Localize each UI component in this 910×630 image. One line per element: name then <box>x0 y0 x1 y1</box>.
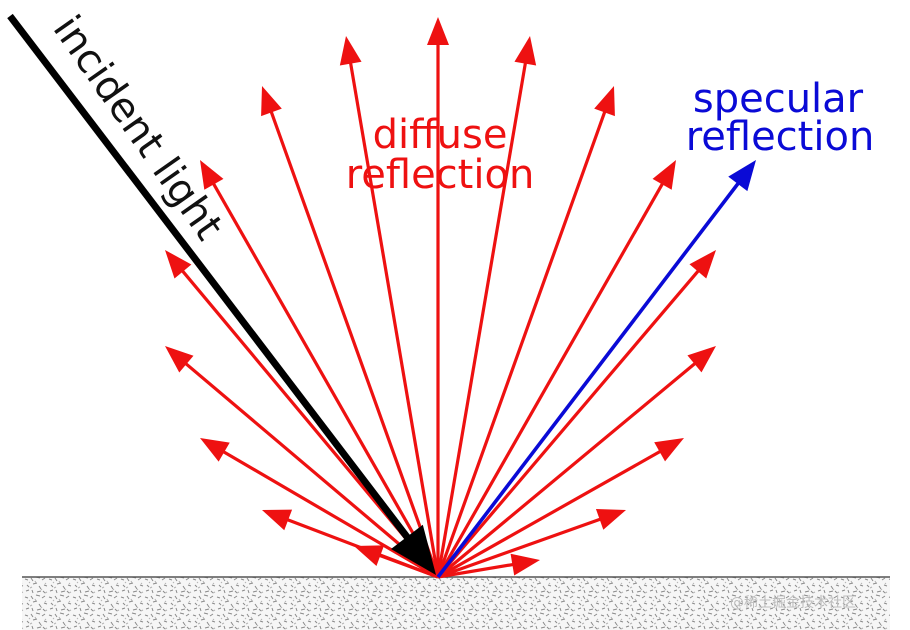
diffuse-arrow-head <box>354 545 385 567</box>
diffuse-arrow-head <box>427 17 449 45</box>
diffuse-arrow-head <box>654 438 684 462</box>
diffuse-arrow <box>200 160 440 578</box>
diffuse-arrow-shaft <box>377 553 439 579</box>
diffuse-arrow-head <box>165 250 192 279</box>
diffuse-reflection-rays <box>165 17 716 579</box>
diffuse-arrow-head <box>594 86 615 117</box>
surface <box>22 577 890 630</box>
specular-arrow <box>436 160 756 579</box>
incident-light-ray <box>7 13 436 575</box>
diffuse-arrow <box>261 86 440 578</box>
diffuse-arrow-shaft <box>221 449 439 579</box>
diffuse-arrow <box>436 160 676 578</box>
watermark-text: @稀土掘金技术社区 <box>730 595 856 611</box>
diffuse-arrow <box>437 438 684 579</box>
diffuse-arrow-head <box>689 250 716 279</box>
diffuse-arrow-head <box>200 160 224 190</box>
diffuse-arrow-shaft <box>348 61 440 578</box>
diffuse-arrow-head <box>514 36 537 66</box>
diffuse-arrow-shaft <box>436 109 607 578</box>
diffuse-arrow <box>339 36 440 578</box>
diffuse-arrow <box>200 438 439 579</box>
incident-arrow-shaft <box>7 13 411 541</box>
diffuse-arrow-head <box>652 160 676 190</box>
diffuse-arrow-shaft <box>437 517 603 579</box>
diffuse-arrow-shaft <box>436 268 701 579</box>
diffuse-arrow <box>436 36 537 578</box>
diffuse-arrow <box>436 86 615 578</box>
diffuse-arrow-shaft <box>211 181 440 578</box>
diffuse-arrow <box>437 553 540 579</box>
diffuse-arrow-shaft <box>436 61 528 578</box>
diffuse-arrow-head <box>262 509 293 531</box>
incident-arrow <box>7 13 436 575</box>
incident-arrow-head <box>390 524 436 575</box>
diffuse-arrow-shaft <box>436 361 698 579</box>
diffuse-arrow-head <box>510 553 540 576</box>
diffuse-arrow-head <box>595 509 626 530</box>
diffuse-arrow-head <box>687 346 716 373</box>
specular-arrow-shaft <box>436 181 741 579</box>
diffuse-arrow-head <box>200 438 230 462</box>
diffuse-label-line1: diffuse <box>373 112 508 158</box>
specular-label-line2: reflection <box>686 114 875 160</box>
diffuse-arrow-shaft <box>437 562 515 579</box>
specular-reflection-ray <box>436 160 756 579</box>
diffuse-arrow <box>427 17 449 577</box>
diffuse-arrow <box>354 545 439 579</box>
diffuse-arrow <box>437 509 626 579</box>
diffuse-arrow-head <box>165 346 194 373</box>
diffuse-arrow-shaft <box>437 449 663 579</box>
diffuse-arrow <box>436 250 716 579</box>
specular-label-line1: specular <box>693 76 864 122</box>
specular-arrow-head <box>728 160 756 192</box>
diffuse-arrow-shaft <box>183 361 440 579</box>
diffuse-arrow-head <box>261 86 282 117</box>
diffuse-label-line2: reflection <box>346 152 535 198</box>
incident-light-label: incident light <box>44 7 232 248</box>
diffuse-arrow <box>436 346 716 579</box>
diffuse-arrow-shaft <box>436 181 665 578</box>
diffuse-arrow-shaft <box>269 109 440 578</box>
diffuse-arrow-head <box>339 36 362 66</box>
diffuse-arrow <box>165 346 440 579</box>
